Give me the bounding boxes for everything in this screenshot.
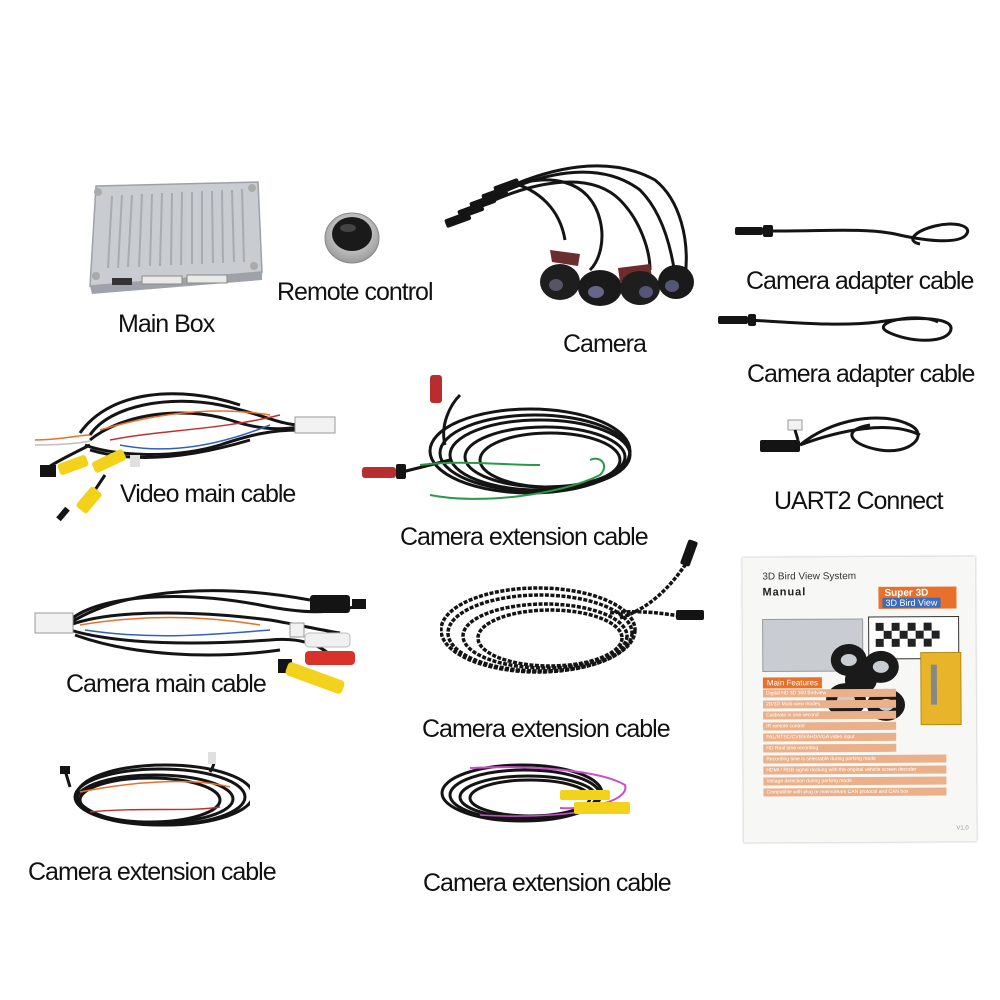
main-box-label: Main Box (118, 310, 215, 338)
manual-feature: Compatible with plug or mainstream CAN p… (763, 787, 947, 797)
camera-main-cable-image (30, 585, 390, 695)
manual-feature: PAL/NTSC/CVBS/AHD/VGA video input (763, 732, 897, 742)
camera-label: Camera (563, 330, 647, 358)
camera-adapter-cable-image-2 (718, 302, 968, 352)
camera-extension-cable-label-1: Camera extension cable (400, 523, 649, 551)
manual-badge-bottom: 3D Bird View (882, 597, 941, 608)
manual-feature: HDMI / RGB signal docking with the origi… (763, 765, 947, 775)
camera-extension-cable-image-1 (360, 365, 650, 515)
manual-features-heading: Main Features (762, 677, 823, 689)
video-main-cable-image (30, 385, 340, 535)
camera-adapter-cable-label-1: Camera adapter cable (746, 267, 974, 295)
remote-control-image (322, 206, 382, 266)
manual-subtitle: Manual (762, 586, 807, 599)
manual-title: 3D Bird View System (762, 571, 857, 583)
camera-extension-cable-label-2: Camera extension cable (422, 715, 671, 743)
manual-feature: IR remote control (763, 721, 897, 731)
manual-feature: Voltage detection during parking mode (763, 776, 947, 786)
manual-badge: Super 3D 3D Bird View (878, 586, 957, 609)
camera-adapter-cable-label-2: Camera adapter cable (747, 360, 975, 388)
manual-feature: 2D/3D Multi-view modes (763, 699, 897, 709)
camera-adapter-cable-image-1 (735, 216, 975, 256)
main-box-image (82, 180, 267, 295)
camera-main-cable-label: Camera main cable (66, 670, 267, 698)
manual-version: V1.0 (956, 825, 969, 832)
uart2-connect-label: UART2 Connect (774, 487, 944, 515)
camera-extension-cable-label-4: Camera extension cable (423, 869, 672, 897)
video-main-cable-label: Video main cable (120, 480, 296, 508)
manual-booklet: 3D Bird View System Manual Super 3D 3D B… (742, 556, 977, 843)
camera-extension-cable-label-3: Camera extension cable (28, 858, 277, 886)
manual-feature: Digital HD 3D 360 Birdview (762, 688, 896, 698)
manual-feature: HD Real time recording (763, 743, 897, 753)
camera-extension-cable-image-3 (50, 752, 250, 837)
camera-extension-cable-image-2 (440, 538, 720, 688)
uart2-connect-image (760, 410, 930, 470)
camera-extension-cable-image-4 (440, 760, 640, 830)
camera-image (440, 160, 710, 320)
remote-control-label: Remote control (277, 278, 434, 306)
manual-feature: Calibrate in one second (763, 710, 897, 720)
manual-feature: Recording time is selectable during park… (763, 754, 947, 764)
